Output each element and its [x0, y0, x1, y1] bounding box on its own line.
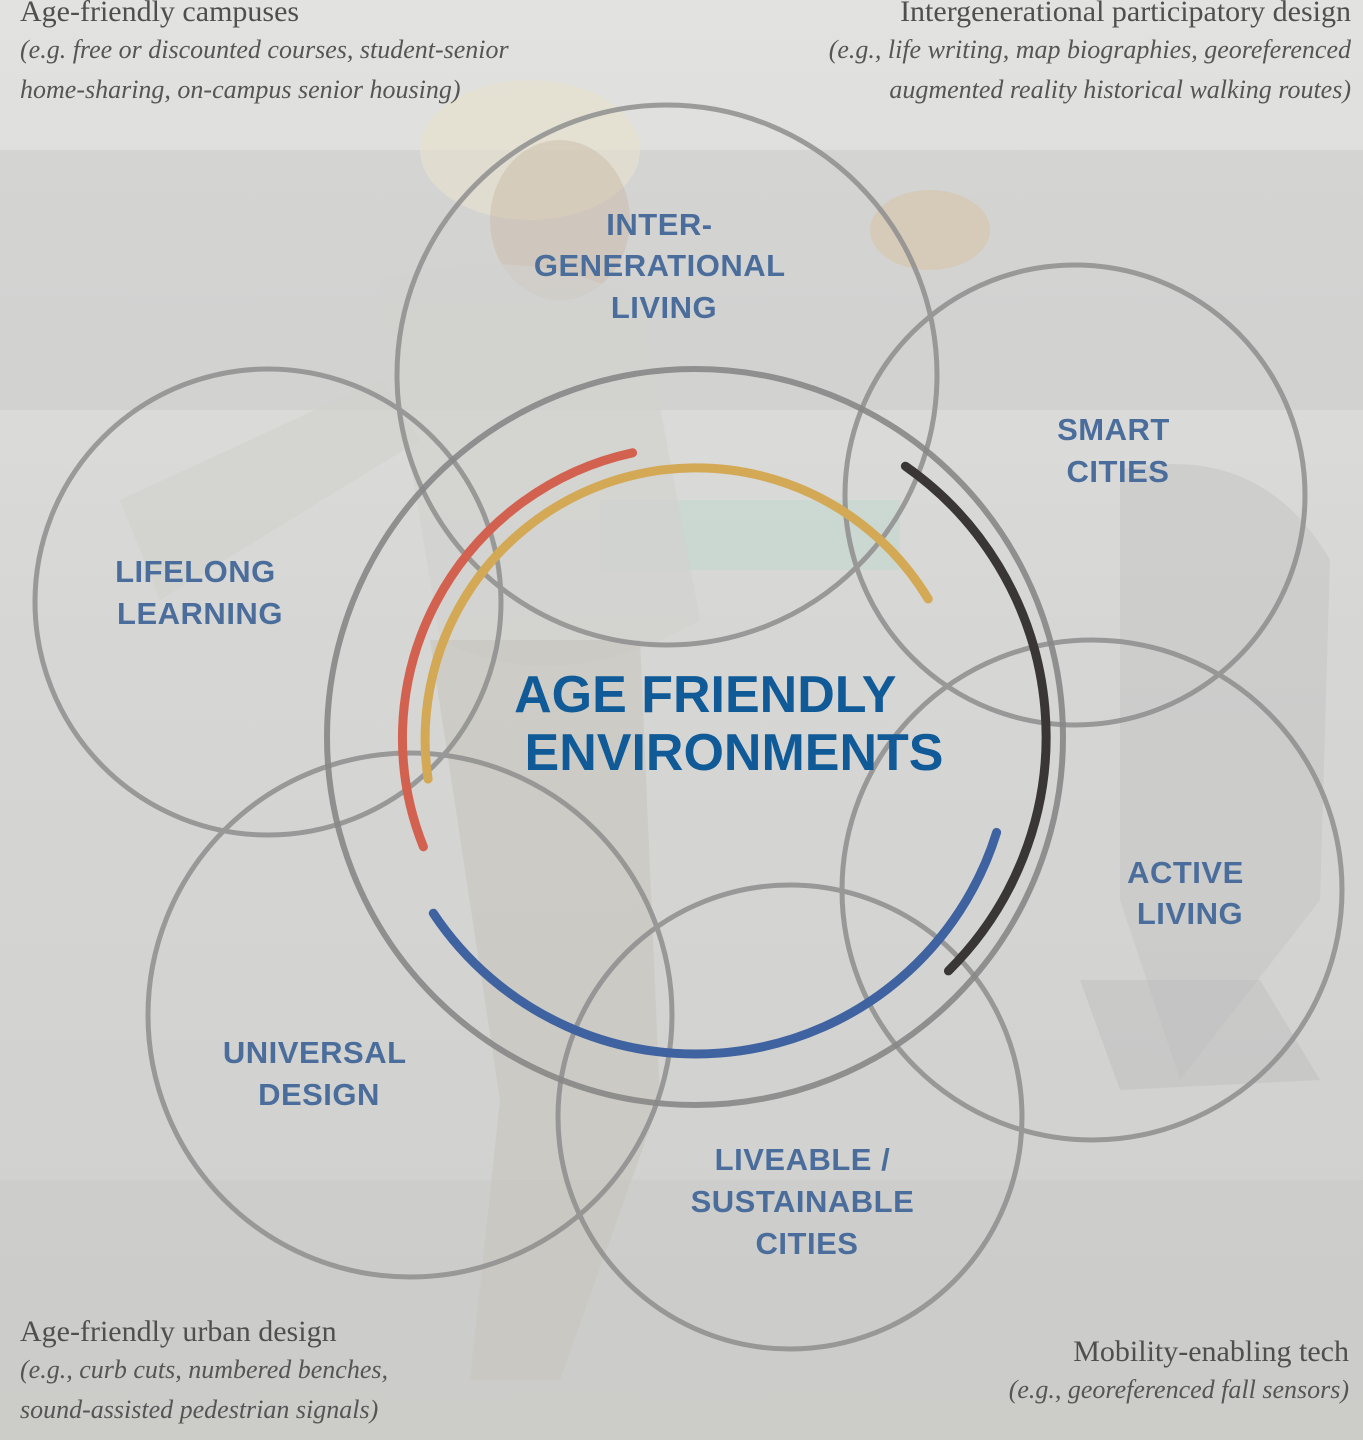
label-smart-cities-1: SMART: [1057, 412, 1170, 447]
circle-center: [324, 366, 1066, 1108]
svg-text:SMART CITIES: SMART CITIES: [1057, 412, 1179, 489]
arc-blue: [428, 827, 1002, 1059]
annotation-title: Age-friendly urban design: [20, 1315, 337, 1348]
label-universal-design-1: UNIVERSAL: [223, 1035, 406, 1070]
label-intergenerational-3: LIVING: [611, 290, 717, 325]
label-active-living-1: ACTIVE: [1127, 855, 1244, 890]
annotation-example-line: home-sharing, on-campus senior housing): [20, 75, 461, 104]
circle-intergenerational: [394, 102, 940, 648]
svg-text:ACTIVE LIVING: ACTIVE LIVING: [1127, 855, 1253, 931]
annotation-example-line: (e.g., life writing, map biographies, ge…: [828, 35, 1351, 64]
annotation-example-line: sound-assisted pedestrian signals): [20, 1395, 379, 1424]
label-intergenerational-1: INTER-: [606, 207, 712, 242]
annotation-top-right: Intergenerational participatory design (…: [829, 0, 1351, 110]
annotation-example-line: augmented reality historical walking rou…: [889, 75, 1351, 104]
svg-text:LIVEABLE / SUSTAINABLE: LIVEABLE / SUSTAINABLE CITIES: [691, 1142, 924, 1261]
annotation-bottom-left: Age-friendly urban design (e.g., curb cu…: [20, 1314, 388, 1430]
label-liveable-3: CITIES: [756, 1226, 859, 1261]
label-active-living-2: LIVING: [1137, 896, 1243, 931]
svg-text:AGE FRIENDLY ENVIRONMENTS: AGE FRIENDLY ENVIRONMENTS: [514, 666, 943, 782]
label-liveable-1: LIVEABLE /: [715, 1142, 891, 1177]
annotation-example-line: (e.g. free or discounted courses, studen…: [20, 35, 509, 64]
annotation-title: Intergenerational participatory design: [900, 0, 1351, 28]
label-lifelong-learning-2: LEARNING: [117, 596, 283, 631]
center-title-line2: ENVIRONMENTS: [525, 724, 944, 782]
svg-text:UNIVERSAL DESIGN: UNIVERSAL DESIGN: [223, 1035, 415, 1112]
annotation-title: Age-friendly campuses: [20, 0, 300, 28]
circle-lifelong-learning: [32, 366, 504, 838]
circle-active-living: [839, 637, 1345, 1143]
arc-black: [900, 461, 1051, 976]
circle-smart-cities: [842, 262, 1308, 728]
annotation-example-line: (e.g., curb cuts, numbered benches,: [20, 1355, 388, 1384]
annotation-title: Mobility-enabling tech: [1073, 1335, 1349, 1368]
arc-gold: [420, 463, 933, 784]
arc-red: [397, 448, 638, 852]
label-smart-cities-2: CITIES: [1067, 454, 1170, 489]
label-liveable-2: SUSTAINABLE: [691, 1184, 915, 1219]
label-universal-design-2: DESIGN: [258, 1077, 380, 1112]
annotation-example-line: (e.g., georeferenced fall sensors): [1008, 1375, 1349, 1404]
center-title-line1: AGE FRIENDLY: [514, 666, 896, 724]
circle-universal-design: [145, 750, 675, 1280]
svg-text:LIFELONG LEARNING: LIFELONG LEARNING: [115, 554, 285, 631]
label-intergenerational-2: GENERATIONAL: [534, 248, 785, 283]
svg-text:INTER- GENERATIONAL LI: INTER- GENERATIONAL LIVING: [534, 207, 794, 325]
annotation-bottom-right: Mobility-enabling tech (e.g., georeferen…: [1009, 1334, 1349, 1410]
circle-liveable-cities: [555, 882, 1025, 1352]
label-lifelong-learning-1: LIFELONG: [115, 554, 276, 589]
annotation-top-left: Age-friendly campuses (e.g. free or disc…: [20, 0, 509, 110]
